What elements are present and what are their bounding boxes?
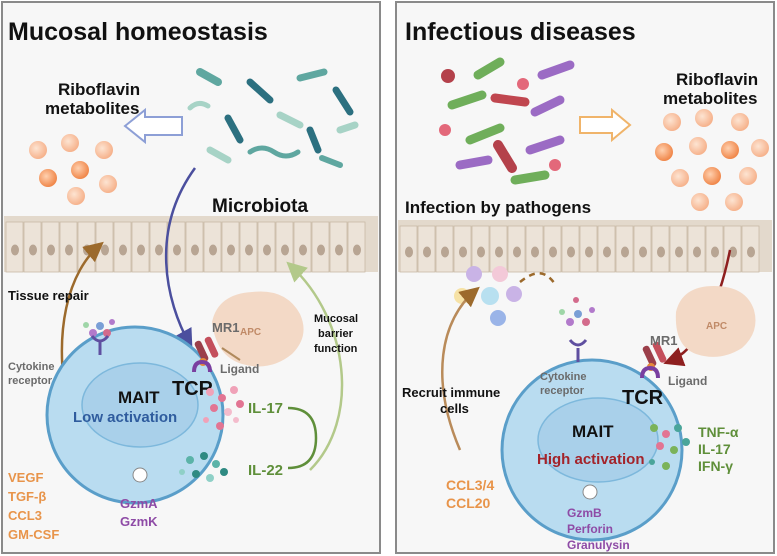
left-mait-nucleus	[81, 362, 199, 448]
right-granule-icon	[582, 484, 598, 500]
left-microbiota-bacteria	[187, 68, 359, 168]
left-factor-1: VEGF	[8, 470, 43, 485]
left-panel: Mucosal homeostasis Riboflavin metabolit…	[1, 1, 381, 554]
left-barrier-arrow	[286, 261, 344, 471]
left-tcr-label: TCR	[172, 378, 214, 400]
right-chemokine-2: CCL20	[446, 495, 491, 511]
left-cytokine-receptor-line2: receptor	[8, 375, 53, 387]
right-recruit-arrow	[441, 286, 480, 451]
left-il22-dots	[179, 452, 228, 482]
right-cytotoxic-3: Granulysin	[567, 538, 630, 552]
left-microbiota-label: Microbiota	[212, 196, 308, 217]
right-mait-nucleus	[537, 397, 659, 483]
left-il17-dots	[203, 386, 244, 430]
left-il17-label: IL-17	[248, 400, 283, 417]
left-ligand-label: Ligand	[220, 362, 259, 376]
right-cytokine-1: TNF-α	[698, 424, 739, 440]
right-cytokine-receptor-line2: receptor	[540, 385, 585, 397]
right-chemokine-1: CCL3/4	[446, 477, 494, 493]
right-cytokine-3: IFN-γ	[698, 458, 733, 474]
left-ligand-arrow	[164, 167, 197, 350]
right-apc-cell	[675, 286, 756, 357]
left-mait-label: MAIT	[118, 388, 160, 407]
left-barrier-line3: function	[314, 343, 358, 355]
right-riboflavin-dots	[655, 109, 769, 211]
left-apc-label: APC	[240, 327, 261, 338]
left-granzyme-1: GzmA	[120, 496, 158, 511]
right-panel: Infectious diseases Riboflavin metabolit…	[395, 1, 775, 554]
left-factor-3: CCL3	[8, 508, 42, 523]
right-infection-label: Infection by pathogens	[405, 198, 591, 217]
left-metabolite-arrow-icon	[123, 107, 183, 145]
left-riboflavin-line2: metabolites	[45, 99, 139, 118]
left-il-bracket	[287, 406, 318, 470]
right-tcr-label: TCR	[622, 387, 664, 409]
right-cytokine-dots	[649, 424, 690, 470]
right-apc-label: APC	[706, 321, 727, 332]
right-riboflavin-line1: Riboflavin	[676, 70, 758, 89]
right-migration-arrow	[519, 272, 557, 285]
left-il22-label: IL-22	[248, 462, 283, 479]
left-epithelium	[4, 216, 378, 273]
left-cytokine-receptor-icon	[83, 319, 115, 355]
right-activation-label: High activation	[537, 451, 645, 468]
left-activation-label: Low activation	[73, 409, 177, 426]
right-ligand-label: Ligand	[668, 374, 707, 388]
left-mr1-complex	[192, 336, 241, 373]
left-mr1-label: MR1	[212, 320, 239, 335]
right-cytokine-receptor-line1: Cytokine	[540, 371, 586, 383]
right-mr1-label: MR1	[650, 333, 677, 348]
left-riboflavin-line1: Riboflavin	[58, 80, 140, 99]
right-title: Infectious diseases	[405, 18, 636, 46]
right-cytokine-2: IL-17	[698, 441, 731, 457]
right-mait-label: MAIT	[572, 422, 614, 441]
left-granzyme-2: GzmK	[120, 514, 158, 529]
left-granule-icon	[132, 467, 148, 483]
right-pathogens	[439, 57, 575, 185]
right-recruit-line2: cells	[440, 401, 469, 416]
right-cytotoxic-1: GzmB	[567, 506, 602, 520]
right-metabolite-arrow-icon	[579, 107, 632, 143]
left-barrier-line2: barrier	[318, 328, 354, 340]
left-apc-cell	[212, 291, 304, 367]
left-title: Mucosal homeostasis	[8, 18, 268, 46]
right-riboflavin-line2: metabolites	[663, 89, 757, 108]
left-factor-4: GM-CSF	[8, 527, 59, 542]
left-cytokine-receptor-line1: Cytokine	[8, 361, 54, 373]
right-epithelium	[398, 220, 772, 273]
left-barrier-line1: Mucosal	[314, 313, 358, 325]
left-tissue-repair-label: Tissue repair	[8, 288, 89, 303]
right-cytokine-receptor-icon	[559, 297, 595, 362]
left-factor-2: TGF-β	[8, 489, 46, 504]
left-riboflavin-dots	[29, 134, 117, 205]
right-mr1-complex	[640, 341, 667, 379]
right-cytotoxic-2: Perforin	[567, 522, 613, 536]
right-recruit-line1: Recruit immune	[402, 385, 500, 400]
